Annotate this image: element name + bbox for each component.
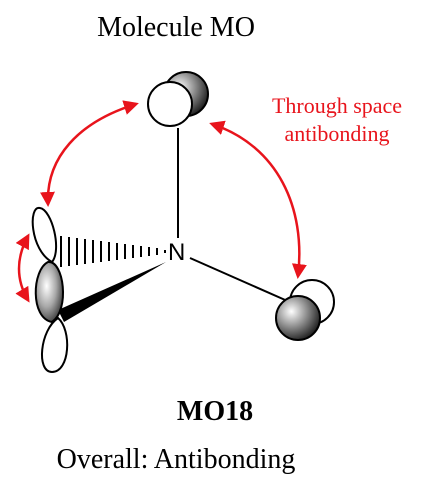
solid-wedge-bond [58,262,166,322]
overall-label: Overall: Antibonding [56,444,296,475]
diagram-title: Molecule MO [97,12,255,43]
arrow-left-lobes [15,233,30,303]
mo-label: MO18 [176,396,254,427]
bond-n-right [189,257,293,304]
annotation-line-1: Through space [271,93,403,118]
left-p-orbital-upper [31,207,57,264]
hashed-wedge-bond [60,236,166,267]
annotation-line-2: antibonding [284,121,390,146]
top-orbital [147,71,209,127]
right-orbital [275,279,335,341]
lower-p-orbital [40,316,69,374]
center-atom-label: N [168,239,185,266]
left-shaded-lobe [34,261,64,324]
arrow-top-to-right [209,120,307,279]
arrow-top-to-left [39,100,139,207]
annotation-through-space: Through space antibonding [262,92,412,148]
